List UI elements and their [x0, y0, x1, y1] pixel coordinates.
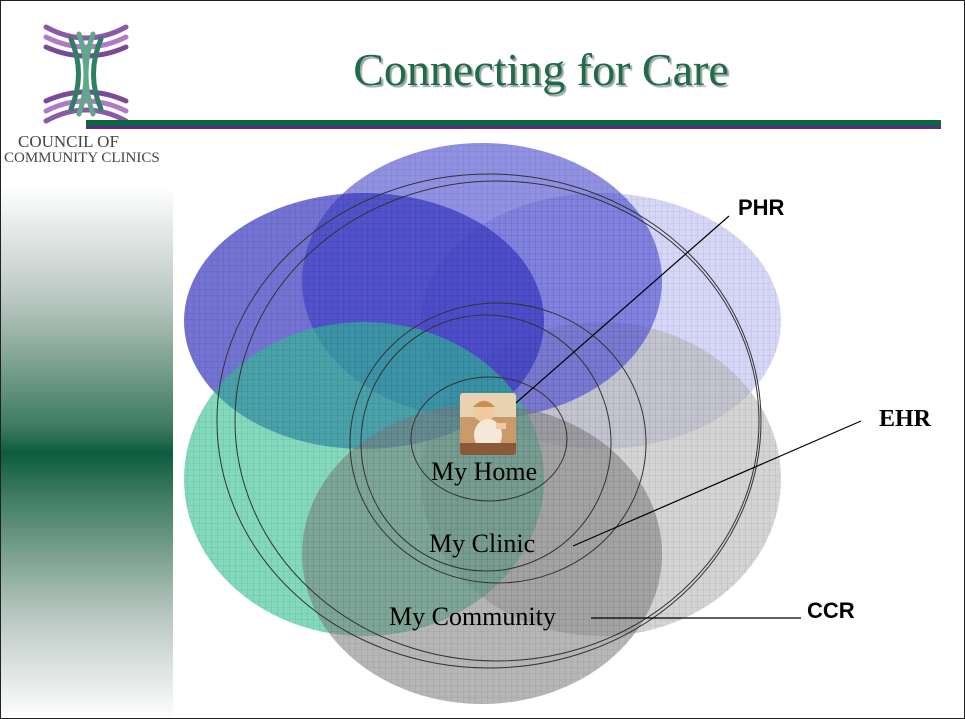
label-my-home: My Home	[431, 457, 538, 486]
tag-phr: PHR	[738, 195, 785, 220]
logo-text-line1: COUNCIL OF	[18, 132, 119, 151]
tag-ccr: CCR	[807, 598, 855, 623]
ring-community-inner	[234, 180, 760, 662]
ehr-leader-line	[572, 420, 862, 547]
ring-home	[410, 376, 568, 502]
ring-clinic	[349, 302, 647, 584]
ring-clinic-inner	[360, 314, 612, 572]
phr-leader-line	[508, 215, 730, 410]
ring-community	[216, 173, 762, 669]
label-my-community: My Community	[389, 602, 556, 631]
tag-ehr: EHR	[879, 406, 932, 432]
slide-title: Connecting for Care	[353, 44, 729, 95]
petal-grey-bottom-grid	[302, 404, 662, 704]
logo-text: COUNCIL OF COMMUNITY CLINICS	[4, 133, 164, 166]
label-my-clinic: My Clinic	[429, 529, 536, 558]
baby-photo-icon	[460, 393, 516, 455]
title-underline	[86, 120, 941, 129]
side-gradient-bar	[1, 186, 173, 718]
council-logo-icon	[41, 19, 131, 129]
logo-text-line2: COMMUNITY CLINICS	[4, 150, 160, 166]
